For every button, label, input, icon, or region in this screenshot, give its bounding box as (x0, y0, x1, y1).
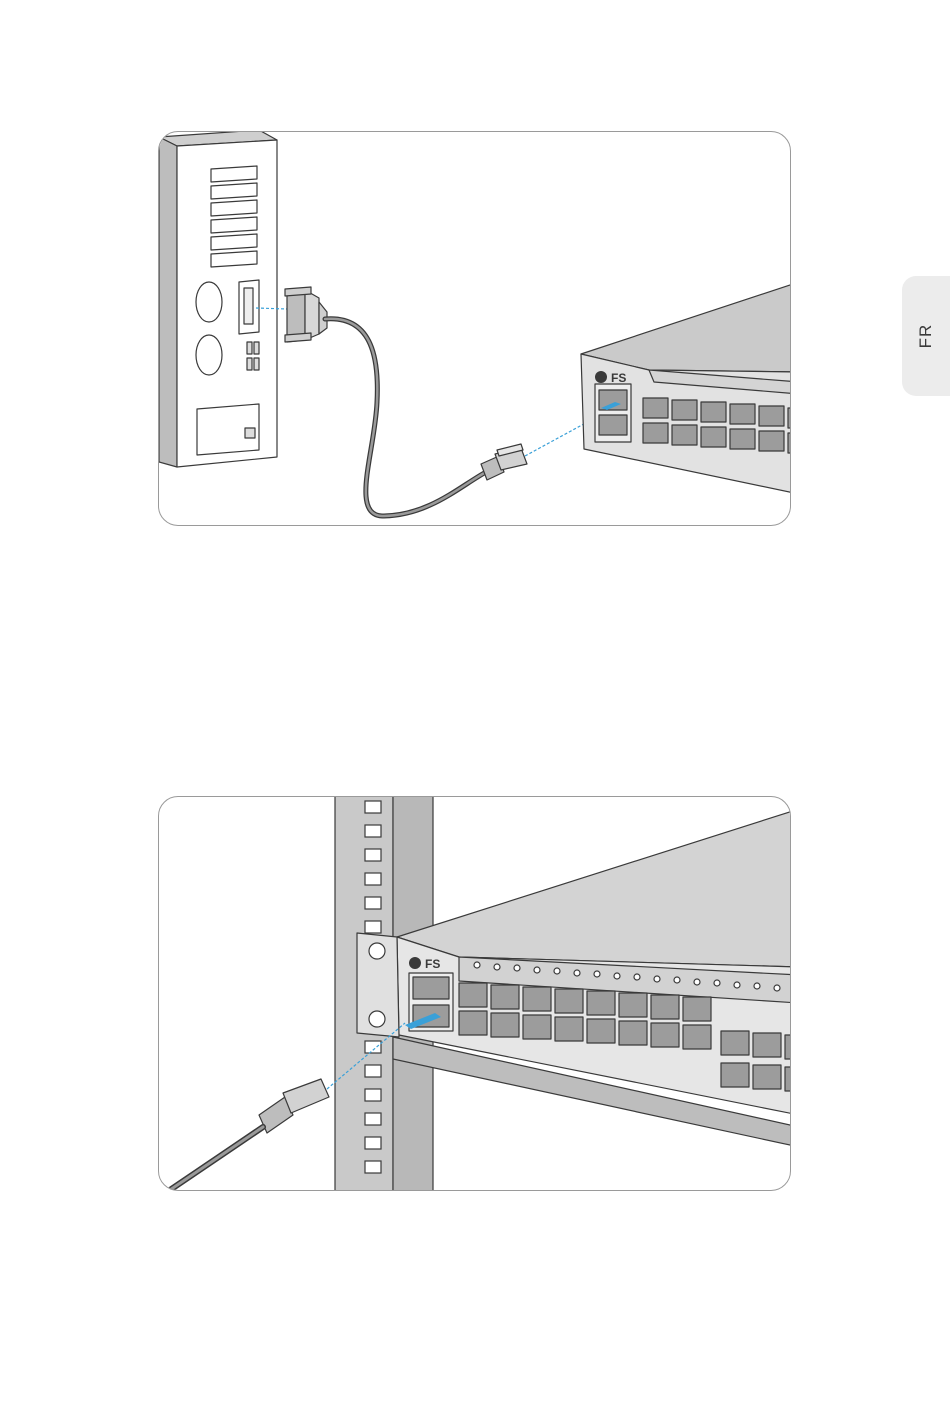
network-switch (581, 282, 791, 494)
rack-illustration: FS (159, 797, 791, 1191)
rj45-plug (481, 444, 527, 480)
console-illustration: FS (159, 132, 791, 526)
rj45-plug (259, 1079, 329, 1133)
language-tab-label: FR (916, 324, 936, 349)
figure-rack-console-connection: FS (158, 796, 791, 1191)
pc-tower (159, 132, 277, 467)
svg-text:FS: FS (425, 957, 440, 971)
svg-text:FS: FS (611, 371, 626, 385)
db9-connector (285, 287, 327, 342)
figure-console-connection: FS (158, 131, 791, 526)
language-tab[interactable]: FR (902, 276, 950, 396)
